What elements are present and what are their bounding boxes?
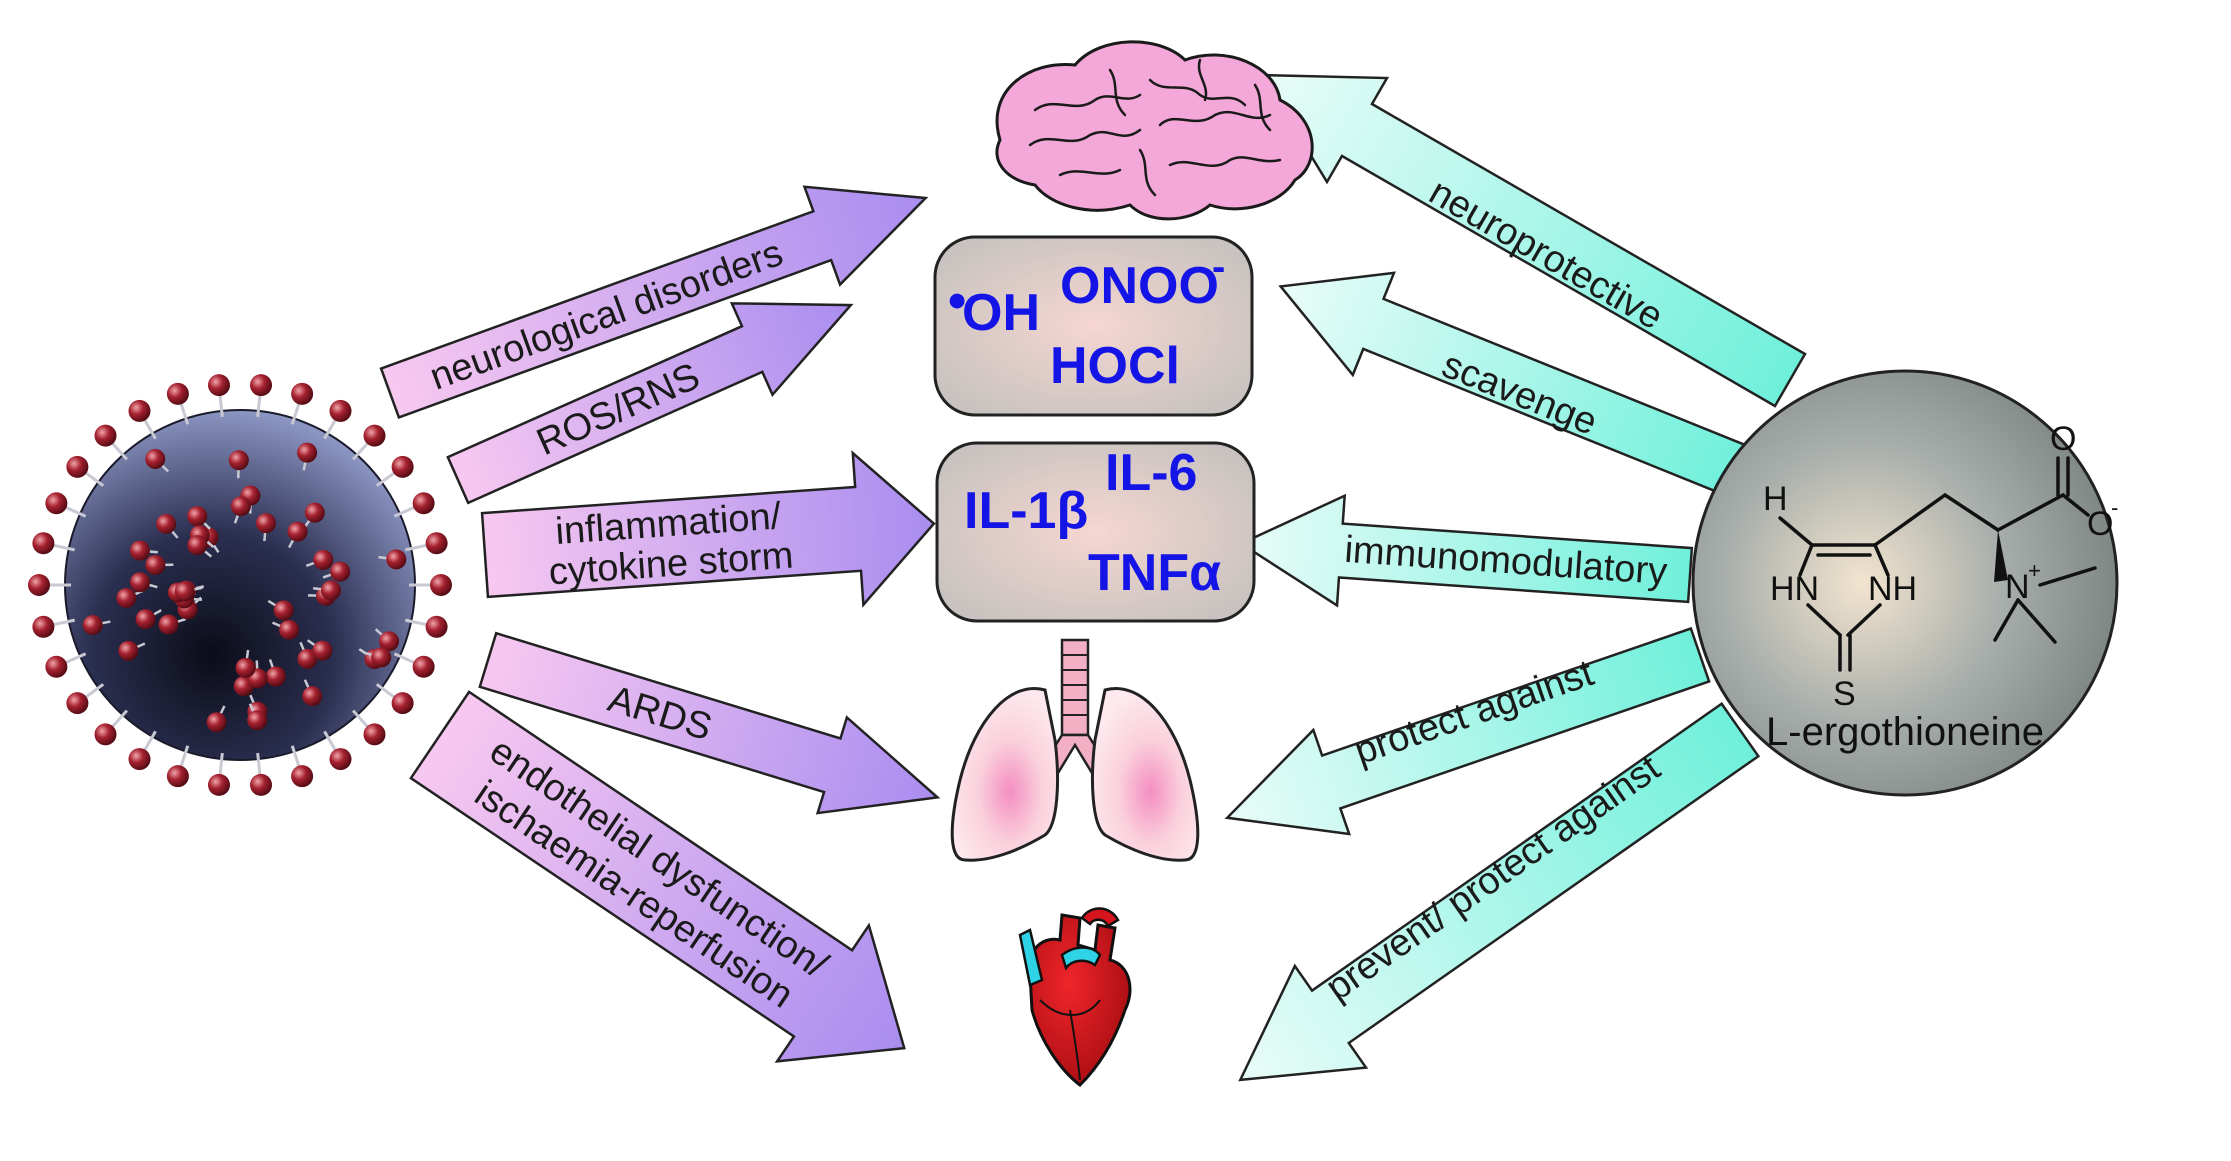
atom-o-anion: O [2087,505,2113,543]
virus-spike [313,549,334,570]
virus-spike [363,424,386,447]
virus-spike [430,574,452,596]
virus-spike [230,496,251,517]
virus-spike [166,382,189,405]
atom-s: S [1833,675,1856,713]
virus-spike [206,712,227,733]
tnfa-label: TNFα [1088,544,1221,602]
virus-spike [228,450,249,471]
atom-hn: HN [1770,570,1819,608]
compound-name: L-ergothioneine [1766,710,2044,754]
virus-spike [391,692,414,715]
virus-spike [94,723,117,746]
virus-spike [412,655,435,678]
right-arrow-immunomodulatory [1238,493,1694,608]
l-ergothioneine-structure: H HN NH S O O - N + L-ergothioneine [1691,369,2119,797]
virus-spike [386,549,407,570]
virus-spike [187,506,208,527]
virus-spike [291,765,314,788]
virus-spike [320,580,341,601]
brain-icon [995,40,1314,221]
virus-spike [207,374,230,397]
virus-spike [187,535,208,556]
atom-n-plus: N [2005,568,2030,606]
virus-spike [135,609,156,630]
virus-spike [273,600,294,621]
hypochlorous-acid-label: HOCl [1050,337,1180,395]
virus-spike [379,631,400,652]
virus-spike [128,399,151,422]
atom-h: H [1763,480,1788,518]
virus-spike [250,773,273,796]
virus-spike [304,502,325,523]
left-arrow-endothelial: endothelial dysfunction/ ischaemia-reper… [409,690,906,1063]
virus-spike [312,640,333,661]
il6-label: IL-6 [1105,444,1197,502]
virus-spike [425,615,448,638]
virus-spike [297,648,318,669]
virus-spike [329,399,352,422]
virus-spike [329,748,352,771]
virus-spike [28,574,50,596]
virus-spike [174,581,195,602]
virus-spike [207,773,230,796]
virus-spike [425,532,448,555]
hydroxyl-radical-dot: • [948,272,966,330]
virus-spike [94,424,117,447]
peroxynitrite-charge: - [1212,245,1225,289]
atom-o-charge: - [2111,495,2118,520]
right-arrow-neuroprotective [1259,73,1807,408]
virus-spike [247,710,268,731]
virus-spike [156,513,177,534]
virus-spike [287,521,308,542]
virus-spike [128,748,151,771]
virus-icon [28,374,452,796]
atom-nh: NH [1868,570,1917,608]
virus-spike [330,561,351,582]
virus-spike [45,492,68,515]
hydroxyl-radical-label: OH [962,284,1040,342]
ros-rns-box: • OH ONOO - HOCl [933,235,1254,417]
virus-spike [66,692,89,715]
virus-spike [82,615,103,636]
right-arrow-prevent [1238,702,1761,1082]
virus-spike [118,640,139,661]
virus-spike [129,540,150,561]
lungs-icon [950,638,1200,862]
virus-spike [291,382,314,405]
virus-spike [166,765,189,788]
right-arrow-scavenge [1278,271,1747,497]
atom-n-charge: + [2028,558,2041,583]
virus-spike [66,455,89,478]
virus-spike [32,532,55,555]
atom-o-carbonyl: O [2050,420,2076,458]
virus-spike [255,513,276,534]
virus-spike [45,655,68,678]
virus-spike [235,657,256,678]
cytokine-box: IL-1β IL-6 TNFα [935,441,1256,623]
virus-spike [391,455,414,478]
virus-spike [116,587,137,608]
peroxynitrite-label: ONOO [1060,257,1219,315]
virus-spike [145,554,166,575]
virus-spike [158,614,179,635]
virus-spike [279,619,300,640]
virus-spike [250,374,273,397]
right-arrow-protect [1224,626,1711,836]
virus-spike [265,666,286,687]
virus-spike [412,492,435,515]
virus-spike [32,615,55,638]
virus-spike [130,572,151,593]
virus-spike [145,448,166,469]
virus-spike [297,442,318,463]
virus-spike [302,686,323,707]
virus-spike [363,723,386,746]
heart-icon [1018,907,1132,1087]
il1b-label: IL-1β [964,482,1088,540]
virus-spike [371,647,392,668]
left-arrow-inflammation: inflammation/ cytokine storm [480,450,936,608]
